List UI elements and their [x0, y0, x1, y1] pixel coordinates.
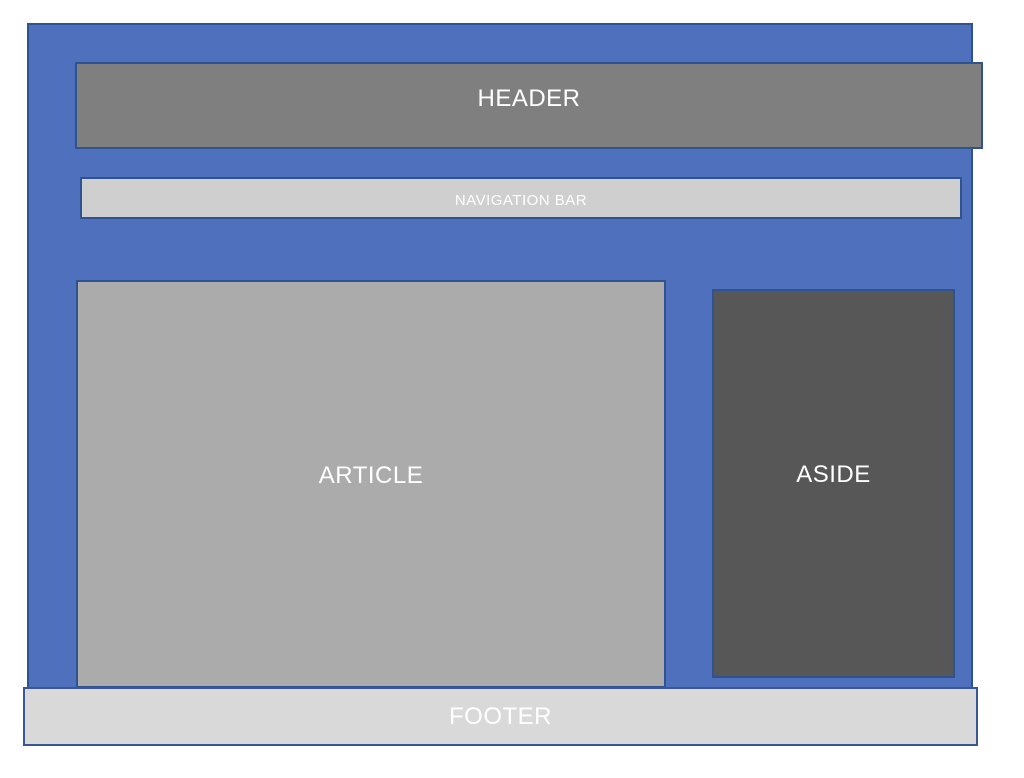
navigation-bar-block: NAVIGATION BAR	[80, 177, 962, 219]
header-block: HEADER	[75, 62, 983, 149]
aside-label: ASIDE	[796, 460, 871, 488]
footer-block: FOOTER	[23, 687, 978, 746]
header-label: HEADER	[477, 84, 581, 112]
page-container-block: HEADER NAVIGATION BAR ARTICLE ASIDE	[27, 23, 983, 746]
article-label: ARTICLE	[318, 462, 424, 489]
footer-label: FOOTER	[449, 702, 552, 730]
aside-block: ASIDE	[712, 289, 955, 678]
article-block: ARTICLE	[76, 280, 666, 688]
navigation-bar-label: NAVIGATION BAR	[454, 192, 588, 209]
